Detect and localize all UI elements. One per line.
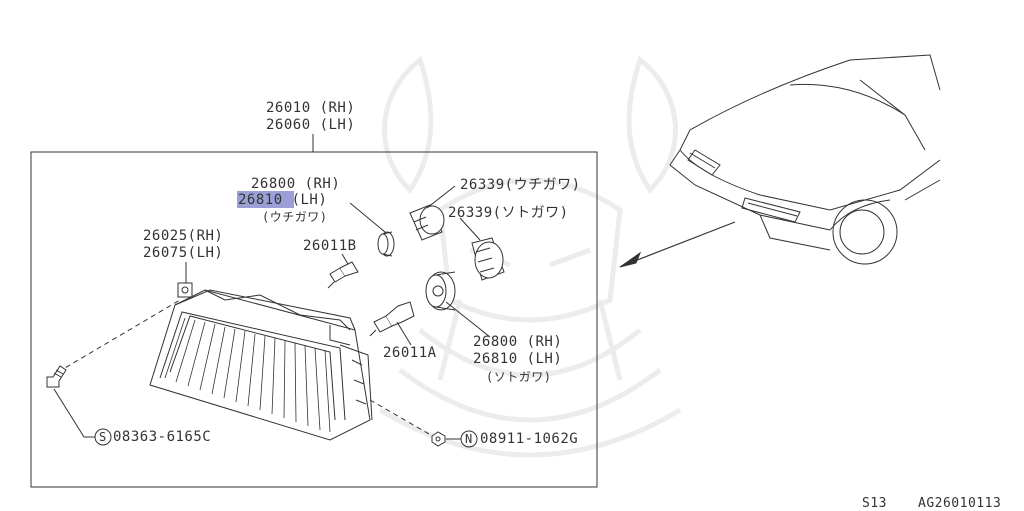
- view-arrow-head: [619, 251, 642, 268]
- socket-inner-leader-line: [349, 202, 386, 233]
- screw-bolt[interactable]: [46, 365, 67, 388]
- cap-outer[interactable]: [471, 237, 505, 281]
- socket-outer[interactable]: [425, 271, 456, 311]
- highlight-box: [237, 191, 294, 208]
- label-bracket-lh[interactable]: 26075(LH): [143, 245, 224, 261]
- label-headlamp-rh[interactable]: 26010 (RH): [266, 100, 356, 116]
- footer-model: S13: [862, 496, 887, 511]
- headlamp-assembly[interactable]: [149, 282, 373, 441]
- label-bracket-rh[interactable]: 26025(RH): [143, 228, 224, 244]
- label-socket-inner-lh[interactable]: 26810 (LH): [238, 192, 328, 208]
- bulb-b[interactable]: [327, 261, 359, 289]
- label-bulb-b[interactable]: 26011B: [303, 238, 357, 254]
- footer-diagram-code: AG26010113: [918, 496, 1002, 511]
- nut-symbol: N: [465, 432, 473, 446]
- watermark-emblem: [378, 55, 682, 458]
- car-illustration: [669, 54, 941, 265]
- cap-outer-leader-line: [459, 217, 481, 241]
- socket-inner[interactable]: [377, 231, 395, 257]
- screw-symbol-circle: [94, 428, 112, 446]
- label-headlamp-lh[interactable]: 26060 (LH): [266, 117, 356, 133]
- label-socket-outer-rh[interactable]: 26800 (RH): [473, 334, 563, 350]
- screw-symbol: S: [99, 430, 107, 444]
- label-nut-part[interactable]: 08911-1062G: [480, 431, 579, 447]
- bulb-a[interactable]: [369, 301, 415, 337]
- label-socket-outer-lh[interactable]: 26810 (LH): [473, 351, 563, 367]
- nut-symbol-circle: [460, 430, 478, 448]
- cap-inner[interactable]: [409, 204, 445, 241]
- label-bulb-a[interactable]: 26011A: [383, 345, 437, 361]
- nut[interactable]: [431, 431, 446, 447]
- nut-dashed-line: [369, 399, 437, 439]
- label-socket-inner-note: (ウチガワ): [262, 210, 328, 224]
- screw-leader-line: [53, 388, 95, 438]
- socket-outer-leader-line: [445, 301, 491, 338]
- label-socket-inner-rh[interactable]: 26800 (RH): [251, 176, 341, 192]
- label-cap-outer[interactable]: 26339(ソトガワ): [448, 205, 569, 221]
- bulb-b-leader-line: [341, 253, 349, 265]
- screw-dashed-line: [57, 299, 181, 373]
- label-socket-outer-note: (ソトガワ): [486, 370, 552, 384]
- label-cap-inner[interactable]: 26339(ウチガワ): [460, 177, 581, 193]
- label-screw-part[interactable]: 08363-6165C: [113, 429, 212, 445]
- bulb-a-leader-line: [396, 321, 412, 346]
- view-arrow-line: [631, 221, 736, 263]
- cap-inner-leader-line: [426, 185, 456, 209]
- diagram-frame: [30, 151, 598, 488]
